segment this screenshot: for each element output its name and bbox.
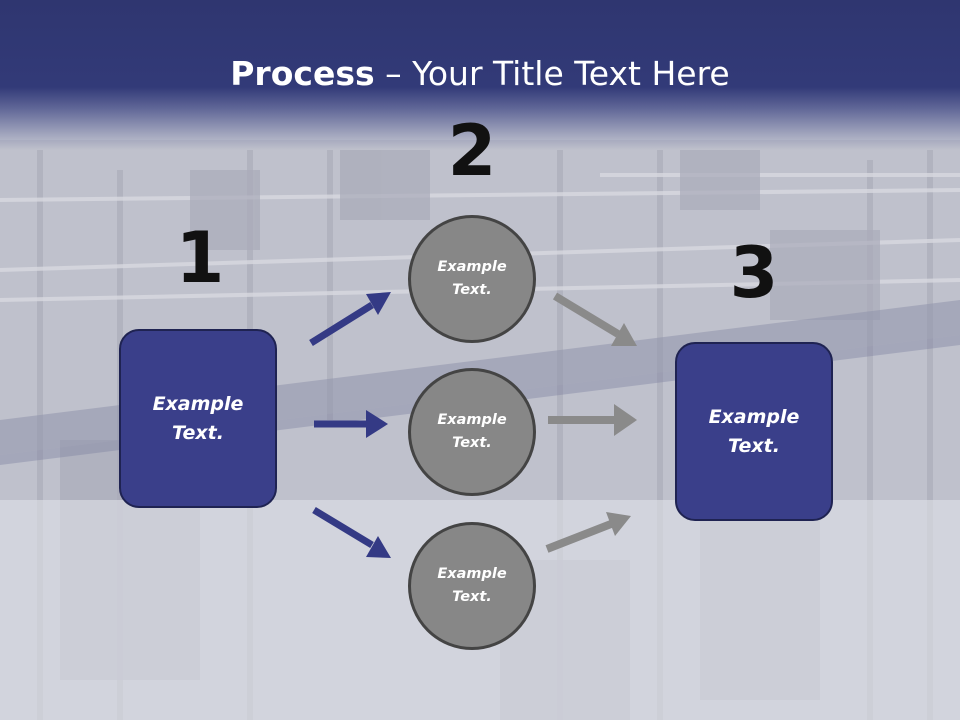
title-rest: – Your Title Text Here bbox=[374, 54, 730, 93]
arrow-left-to-bottom bbox=[312, 507, 391, 558]
arrow-top-to-right bbox=[552, 292, 637, 346]
arrow-middle-to-right bbox=[548, 404, 637, 436]
process-circle-bottom: Example Text. bbox=[408, 522, 536, 650]
arrow-left-to-middle bbox=[314, 410, 388, 438]
title-bold: Process bbox=[230, 54, 375, 93]
step-number-1: 1 bbox=[175, 217, 225, 299]
arrow-left-to-top bbox=[309, 292, 391, 346]
process-circle-middle: Example Text. bbox=[408, 368, 536, 496]
process-circle-bottom-label: Example Text. bbox=[437, 566, 507, 605]
step-number-2: 2 bbox=[447, 110, 497, 192]
process-box-left: Example Text. bbox=[119, 329, 277, 508]
process-box-right: Example Text. bbox=[675, 342, 833, 521]
process-box-right-label: Example Text. bbox=[708, 405, 800, 457]
process-circle-middle-label: Example Text. bbox=[437, 412, 507, 451]
arrow-bottom-to-right bbox=[545, 512, 631, 553]
process-box-left-label: Example Text. bbox=[152, 392, 244, 444]
slide-title: Process – Your Title Text Here bbox=[0, 52, 960, 96]
step-number-3: 3 bbox=[729, 232, 779, 314]
title-banner bbox=[0, 0, 960, 150]
process-circle-top-label: Example Text. bbox=[437, 259, 507, 298]
process-circle-top: Example Text. bbox=[408, 215, 536, 343]
